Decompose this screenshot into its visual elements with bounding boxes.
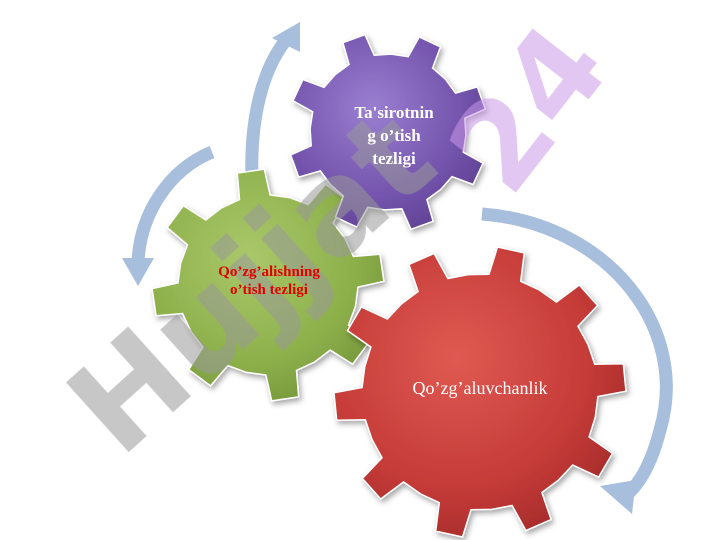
arrow-top-left-head [272,22,300,52]
gear-purple-label-line: Ta'sirotnin [354,103,434,122]
arrow-left [131,145,215,263]
gear-green-label-line: Qo’zg’alishning [218,264,320,280]
gear-purple-shape [289,33,487,231]
arrow-right [481,207,673,506]
arrow-right-head [600,480,636,514]
gear-red-label: Qo’zg’aluvchanlik [413,378,548,398]
gear-green-label: Qo’zg’alishning o’tish tezligi [218,264,320,298]
gear-purple-label: Ta'sirotnin g o’tish tezligi [354,103,434,168]
arrow-top-left [245,35,292,179]
gear-red-label-line: Qo’zg’aluvchanlik [413,378,548,398]
gear-red-shape [333,246,627,538]
gear-purple-label-line: g o’tish [367,126,421,145]
gear-purple [289,33,487,231]
gear-green-label-line: o’tish tezligi [230,282,308,298]
gear-red [333,246,627,538]
gear-purple-label-line: tezligi [372,149,416,168]
arrow-left-head [122,258,154,286]
cycle-arrows [122,22,673,514]
